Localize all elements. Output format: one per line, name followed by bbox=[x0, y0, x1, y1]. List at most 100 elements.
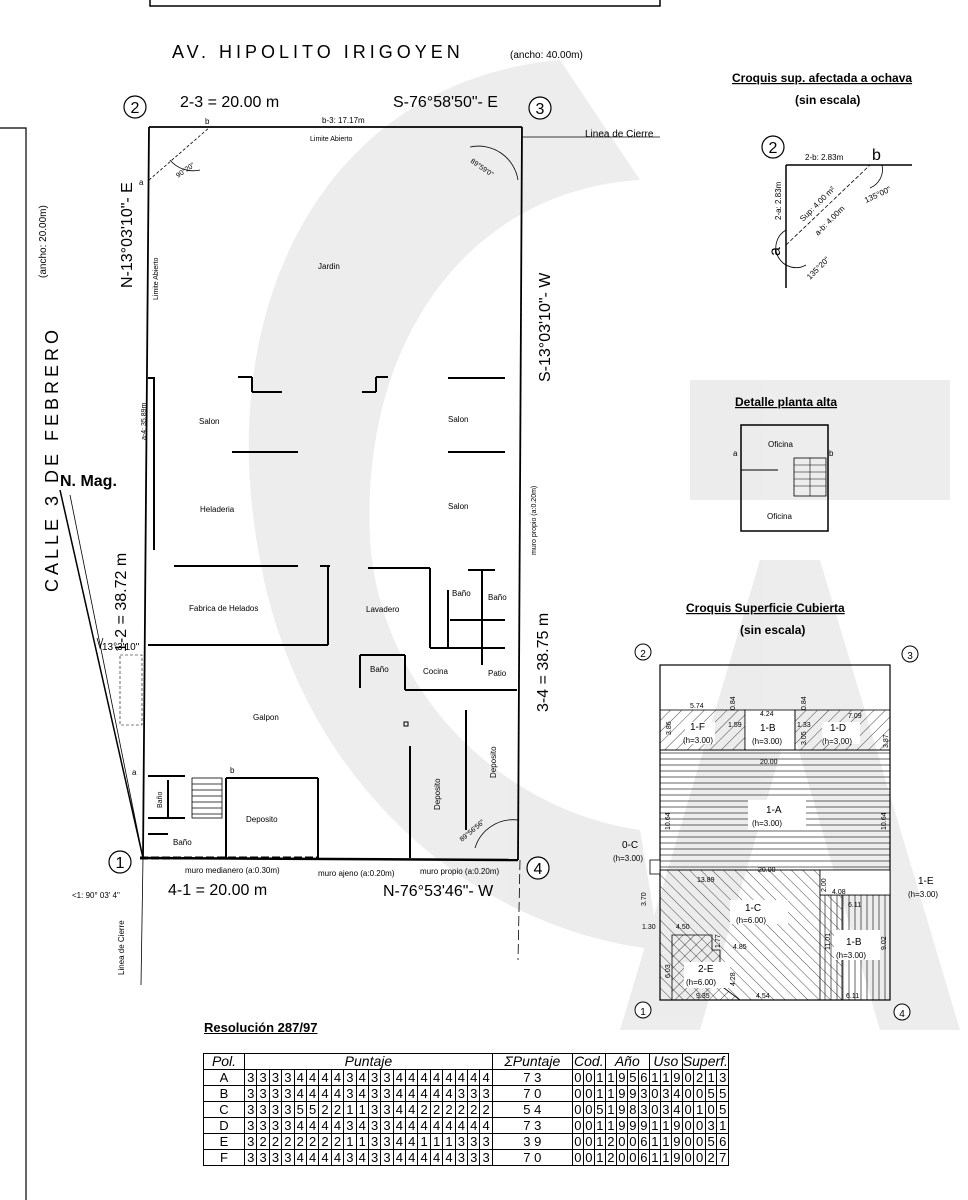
table-cell: 4 bbox=[355, 1117, 369, 1134]
table-cell: 4 bbox=[467, 1117, 481, 1134]
table-cell: 9 bbox=[670, 1117, 683, 1134]
table-cell: 3 bbox=[268, 1149, 283, 1166]
table-cell: 4 bbox=[442, 1149, 456, 1166]
svg-text:3.70: 3.70 bbox=[641, 892, 648, 906]
superficie-cubierta-sketch: Croquis Superficie Cubierta (sin escala)… bbox=[613, 601, 938, 1021]
table-cell: 4 bbox=[405, 1085, 419, 1102]
table-cell: 0 bbox=[571, 1101, 584, 1118]
table-cell: 2 bbox=[604, 1149, 617, 1166]
north-arrow-label: N. Mag. bbox=[60, 473, 117, 490]
table-cell: 3 bbox=[268, 1085, 283, 1102]
svg-text:0.84: 0.84 bbox=[801, 696, 808, 710]
table-cell: 3 bbox=[380, 1117, 394, 1134]
room-fabrica: Fabrica de Helados bbox=[189, 604, 258, 613]
muro-ajeno: muro ajeno (a:0.20m) bbox=[318, 869, 395, 878]
svg-text:0-C: 0-C bbox=[622, 840, 638, 851]
table-cell: 7 bbox=[716, 1149, 729, 1166]
table-cell: 3 bbox=[243, 1117, 258, 1134]
table-cell: 0 bbox=[626, 1149, 639, 1166]
table-cell: 1 bbox=[355, 1133, 369, 1150]
table-cell: 1 bbox=[693, 1101, 706, 1118]
svg-text:6.03: 6.03 bbox=[665, 964, 672, 978]
header-sum: ΣPuntaje bbox=[491, 1053, 573, 1070]
table-cell: 9 bbox=[670, 1069, 683, 1086]
table-cell: 4 bbox=[305, 1117, 320, 1134]
table-cell: 0 bbox=[615, 1133, 628, 1150]
vertex-3: 3 bbox=[528, 96, 552, 120]
ochava-subtitle: (sin escala) bbox=[795, 93, 860, 107]
table-cell: 3 bbox=[454, 1133, 469, 1150]
table-cell: 9 bbox=[637, 1117, 650, 1134]
table-cell: 0 bbox=[571, 1149, 584, 1166]
table-cell: 5 bbox=[293, 1101, 307, 1118]
svg-text:Oficina: Oficina bbox=[767, 512, 792, 521]
table-cell: 0 bbox=[681, 1101, 695, 1118]
room-galpon: Galpon bbox=[253, 713, 279, 722]
table-cell: 5 bbox=[704, 1133, 718, 1150]
room-deposito-2: Deposito bbox=[433, 778, 442, 810]
table-cell: 3 bbox=[343, 1117, 357, 1134]
superficie-title: Croquis Superficie Cubierta bbox=[686, 601, 845, 615]
svg-text:(h=3.00): (h=3.00) bbox=[752, 819, 782, 828]
table-cell: 2 bbox=[281, 1133, 295, 1150]
table-cell: 4 bbox=[293, 1117, 307, 1134]
svg-text:4: 4 bbox=[899, 1009, 905, 1020]
table-cell: 0 bbox=[571, 1117, 584, 1134]
b3-length: b-3: 17.17m bbox=[322, 116, 365, 125]
table-cell: C bbox=[203, 1101, 245, 1118]
table-cell: 4 bbox=[467, 1069, 481, 1086]
table-cell: 0 bbox=[681, 1133, 695, 1150]
table-cell: 2 bbox=[256, 1133, 270, 1150]
table-cell: 7 0 bbox=[491, 1149, 573, 1166]
table-cell: B bbox=[203, 1085, 245, 1102]
table-cell: 2 bbox=[693, 1069, 706, 1086]
muro-propio-bottom: muro propio (a:0.20m) bbox=[420, 867, 499, 876]
room-salon-right-top: Salon bbox=[448, 415, 468, 424]
table-cell: 1 bbox=[343, 1101, 357, 1118]
table-cell: 5 bbox=[626, 1069, 639, 1086]
svg-text:10.64: 10.64 bbox=[665, 812, 672, 830]
a4-length: a-4: 35.89m bbox=[141, 402, 148, 440]
table-cell: 4 bbox=[429, 1069, 444, 1086]
table-cell: 3 bbox=[281, 1085, 295, 1102]
table-cell: 3 bbox=[281, 1117, 295, 1134]
table-cell: 3 bbox=[454, 1149, 469, 1166]
svg-text:3.86: 3.86 bbox=[666, 721, 673, 735]
room-patio: Patio bbox=[488, 669, 507, 678]
table-cell: 4 bbox=[417, 1085, 431, 1102]
room-bano-1: Baño bbox=[452, 589, 471, 598]
table-cell: 3 bbox=[343, 1149, 357, 1166]
side-12-bearing: N-13°03'10"- E bbox=[119, 182, 136, 288]
table-cell: 3 bbox=[380, 1149, 394, 1166]
header-superf: Superf. bbox=[681, 1053, 729, 1070]
table-cell: 1 bbox=[659, 1117, 672, 1134]
svg-text:4.28: 4.28 bbox=[730, 972, 737, 986]
table-cell: 4 bbox=[392, 1101, 407, 1118]
room-deposito-1: Deposito bbox=[246, 815, 278, 824]
svg-text:(h=6.00): (h=6.00) bbox=[686, 978, 716, 987]
street-width: (ancho: 20.00m) bbox=[38, 205, 49, 278]
table-cell: 4 bbox=[454, 1069, 469, 1086]
room-bano-small-2: Baño bbox=[173, 838, 192, 847]
table-cell: 5 bbox=[305, 1101, 320, 1118]
svg-text:4.50: 4.50 bbox=[676, 924, 690, 931]
table-cell: 0 bbox=[626, 1133, 639, 1150]
point-b-bottom: b bbox=[230, 766, 235, 775]
linea-cierre-bottom: Linea de Cierre bbox=[117, 920, 126, 975]
table-cell: 0 bbox=[693, 1085, 706, 1102]
table-cell: 4 bbox=[442, 1069, 456, 1086]
table-cell: A bbox=[203, 1069, 245, 1086]
table-cell: 3 bbox=[367, 1069, 382, 1086]
table-cell: 1 bbox=[442, 1133, 456, 1150]
table-cell: 0 bbox=[582, 1069, 595, 1086]
table-cell: 3 bbox=[256, 1085, 270, 1102]
table-cell: 4 bbox=[405, 1117, 419, 1134]
side-34-length: 3-4 = 38.75 m bbox=[535, 613, 552, 712]
point-a-bottom: a bbox=[132, 768, 137, 777]
table-cell: 3 bbox=[243, 1149, 258, 1166]
table-cell: 2 bbox=[293, 1133, 307, 1150]
